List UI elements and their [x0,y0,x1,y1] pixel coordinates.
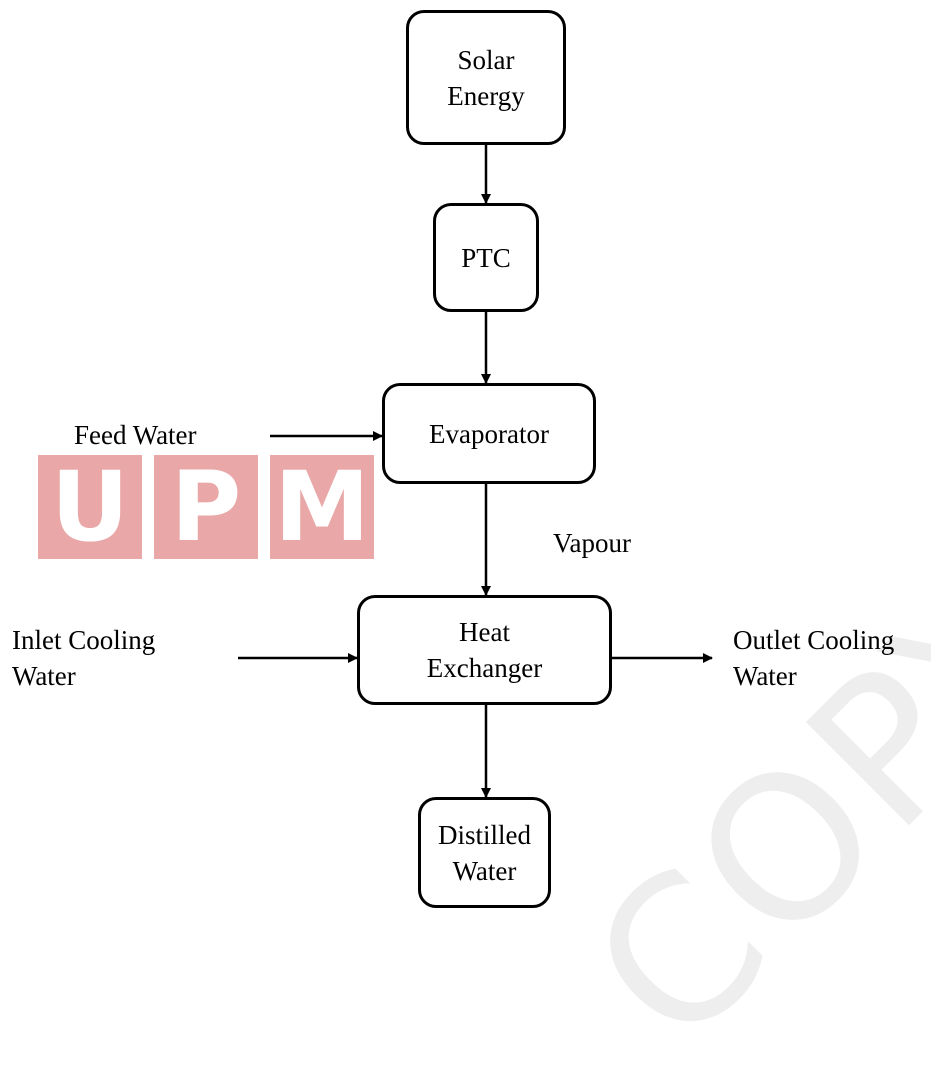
node-ptc-label: PTC [461,242,511,273]
node-solar-energy: Solar Energy [406,10,566,145]
process-flow-diagram: Solar Energy PTC Evaporator Heat Exchang… [12,10,895,908]
node-evaporator: Evaporator [382,383,596,484]
node-evaporator-label: Evaporator [429,418,549,449]
node-distilled-water-label: Distilled Water [438,819,531,886]
node-heat-exchanger-label: Heat Exchanger [426,617,543,683]
node-solar-energy-label: Solar Energy [447,44,525,111]
label-outlet-cooling-water: Outlet Cooling Water [733,625,895,691]
node-distilled-water: Distilled Water [418,797,551,908]
node-ptc: PTC [433,203,539,312]
label-feed-water: Feed Water [74,420,197,450]
label-inlet-cooling-water: Inlet Cooling Water [12,625,156,691]
node-heat-exchanger: Heat Exchanger [357,595,612,705]
label-vapour: Vapour [553,528,631,558]
connector-arrows [238,145,713,798]
